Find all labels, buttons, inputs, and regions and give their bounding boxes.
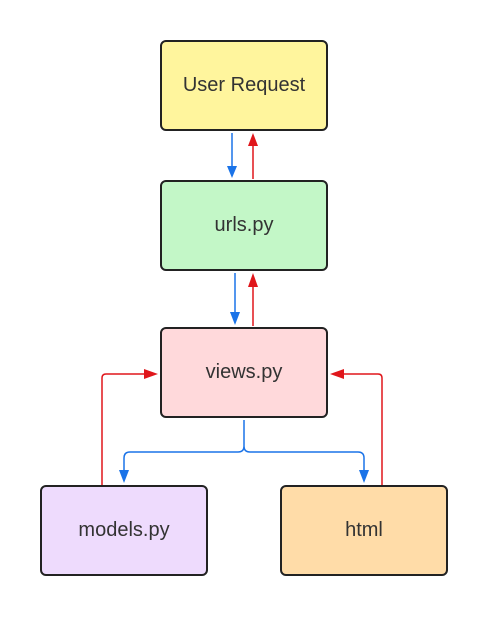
user-request-label: User Request	[182, 74, 306, 96]
request-arrow-views-branch	[123, 420, 365, 472]
response-arrow-html-to-views	[342, 373, 383, 485]
request-arrowhead-urls-to-views	[230, 312, 240, 325]
models-label: models.py	[78, 519, 170, 541]
models-node: models.py	[40, 485, 208, 576]
html-label: html	[345, 519, 383, 541]
urls-node: urls.py	[160, 180, 328, 271]
views-label: views.py	[205, 361, 283, 383]
response-arrowhead-models-to-views	[144, 369, 158, 379]
response-arrow-models-to-views	[101, 373, 146, 485]
request-arrowhead-views-to-models	[119, 470, 129, 483]
views-node: views.py	[160, 327, 328, 418]
html-node: html	[280, 485, 448, 576]
user-request-node: User Request	[160, 40, 328, 131]
request-arrowhead-user-to-urls	[227, 166, 237, 178]
response-arrowhead-html-to-views	[330, 369, 344, 379]
request-arrowhead-views-to-html	[359, 470, 369, 483]
response-arrowhead-views-to-urls	[248, 273, 258, 287]
response-arrowhead-urls-to-user	[248, 133, 258, 146]
urls-label: urls.py	[214, 214, 274, 236]
